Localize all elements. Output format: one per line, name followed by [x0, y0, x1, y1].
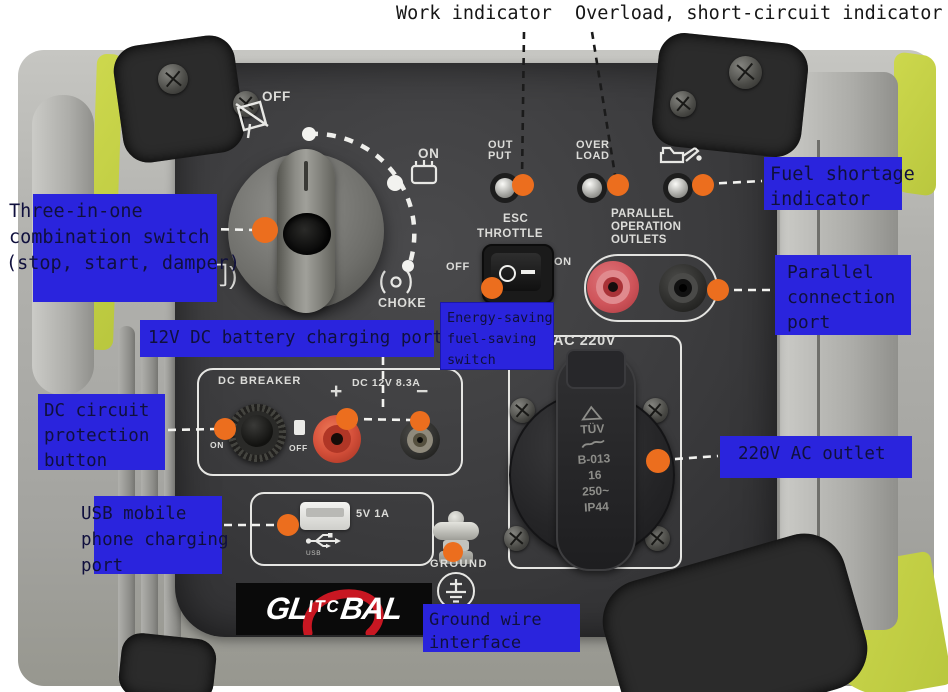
- screw-icon: [729, 56, 762, 89]
- breaker-window: [294, 420, 305, 435]
- parallel-jack-black: [659, 264, 707, 312]
- usb-text: USB: [306, 550, 322, 557]
- work-indicator-label: Work indicator: [396, 3, 552, 24]
- selector-off-label: OFF: [262, 89, 291, 104]
- dc-terminal-positive: [313, 415, 361, 463]
- terminal-ring: [407, 427, 433, 453]
- output-led: [490, 173, 520, 203]
- knob-center-hole: [283, 213, 331, 255]
- jack-inner: [674, 279, 692, 297]
- esc-label-line2: THROTTLE: [477, 228, 544, 240]
- dc-section-bezel: [197, 368, 463, 476]
- breaker-cap: [241, 415, 273, 447]
- esc-label-line1: ESC: [503, 213, 529, 225]
- logo-swoosh-icon: [302, 589, 384, 635]
- ground-label: GROUND: [430, 558, 488, 570]
- ac-socket-markings: TÜV B-013 16 250~ IP44: [549, 403, 639, 517]
- fuel-led: [663, 173, 693, 203]
- dc-plus-sign: +: [330, 380, 343, 403]
- parallel-jack-red: [587, 261, 639, 313]
- screw-icon: [158, 64, 188, 94]
- usb-trident-icon: [305, 533, 341, 549]
- screw-icon: [504, 526, 529, 551]
- logo-text: GL ITC BAL: [264, 591, 405, 627]
- selector-choke-label: CHOKE: [378, 296, 427, 310]
- dc-rating-label: DC 12V 8.3A: [352, 377, 421, 389]
- ground-bolt: [433, 511, 479, 565]
- callout-three-in-one: Three-in-one combination switch (stop, s…: [6, 194, 240, 302]
- rocker-o-symbol: [499, 265, 516, 282]
- jack-ring: [596, 270, 630, 304]
- jack-hole: [679, 284, 687, 292]
- overload-indicator-label: Overload, short-circuit indicator: [575, 3, 943, 24]
- jack-inner: [603, 277, 623, 297]
- callout-ground: Ground wire interface: [423, 604, 580, 653]
- overload-led: [577, 173, 607, 203]
- rubber-corner-top-left: [110, 32, 248, 166]
- knob-slot: [304, 161, 308, 191]
- rocker-bar-symbol: [521, 270, 535, 274]
- jack-hole: [608, 282, 618, 292]
- ac-title: AC 220V: [553, 333, 617, 349]
- esc-on-label: ON: [554, 256, 572, 268]
- logo-left: GL: [263, 591, 310, 626]
- eagle-icon: [581, 439, 605, 449]
- rubber-corner-bottom-left: [116, 631, 219, 692]
- callout-dc-protection: DC circuit protection button: [38, 394, 165, 471]
- screw-icon: [670, 91, 696, 117]
- tuv-text: TÜV: [580, 421, 605, 437]
- dc-terminal-negative: [400, 420, 440, 460]
- callout-energy-saving: Energy-saving fuel-saving switch: [440, 302, 554, 370]
- dc-breaker-button: [228, 404, 286, 462]
- callout-usb: USB mobile phone charging port: [81, 496, 229, 576]
- esc-rocker: [491, 253, 541, 291]
- esc-off-label: OFF: [446, 261, 470, 273]
- right-seam-line: [817, 140, 820, 560]
- logo-right: BAL: [338, 591, 405, 626]
- breaker-off-label: OFF: [289, 443, 308, 453]
- selector-on-label: ON: [418, 146, 440, 161]
- terminal-ring: [323, 425, 351, 453]
- terminal-hole: [331, 433, 343, 445]
- terminal-inner: [413, 433, 427, 447]
- dc-minus-sign: −: [416, 380, 429, 403]
- tuv-triangle-icon: [581, 405, 603, 421]
- usb-port-tongue: [306, 508, 344, 517]
- callout-parallel: Parallel connection port: [775, 255, 911, 335]
- jack-ring: [668, 273, 698, 303]
- logo-mid: ITC: [307, 597, 342, 616]
- parallel-outlets-label: PARALLEL OPERATION OUTLETS: [611, 208, 682, 246]
- three-in-one-knob: [228, 149, 384, 313]
- callout-dc-charging: 12V DC battery charging port: [140, 320, 443, 357]
- breaker-on-label: ON: [210, 440, 224, 450]
- bolt-collar: [443, 540, 469, 551]
- bolt-wing: [433, 522, 479, 540]
- terminal-hole: [417, 437, 423, 443]
- callout-ac-outlet: 220V AC outlet: [720, 436, 912, 478]
- ac-cover-hinge: [566, 349, 626, 389]
- esc-throttle-switch: [482, 244, 554, 304]
- callout-fuel-shortage: Fuel shortage indicator: [764, 157, 915, 210]
- dc-breaker-label: DC BREAKER: [218, 375, 302, 387]
- usb-port: [300, 502, 350, 530]
- ac-socket-cover-strap: [556, 352, 636, 571]
- screw-icon: [233, 91, 259, 117]
- usb-rating-label: 5V 1A: [356, 508, 390, 520]
- brand-logo: GL ITC BAL: [236, 583, 432, 635]
